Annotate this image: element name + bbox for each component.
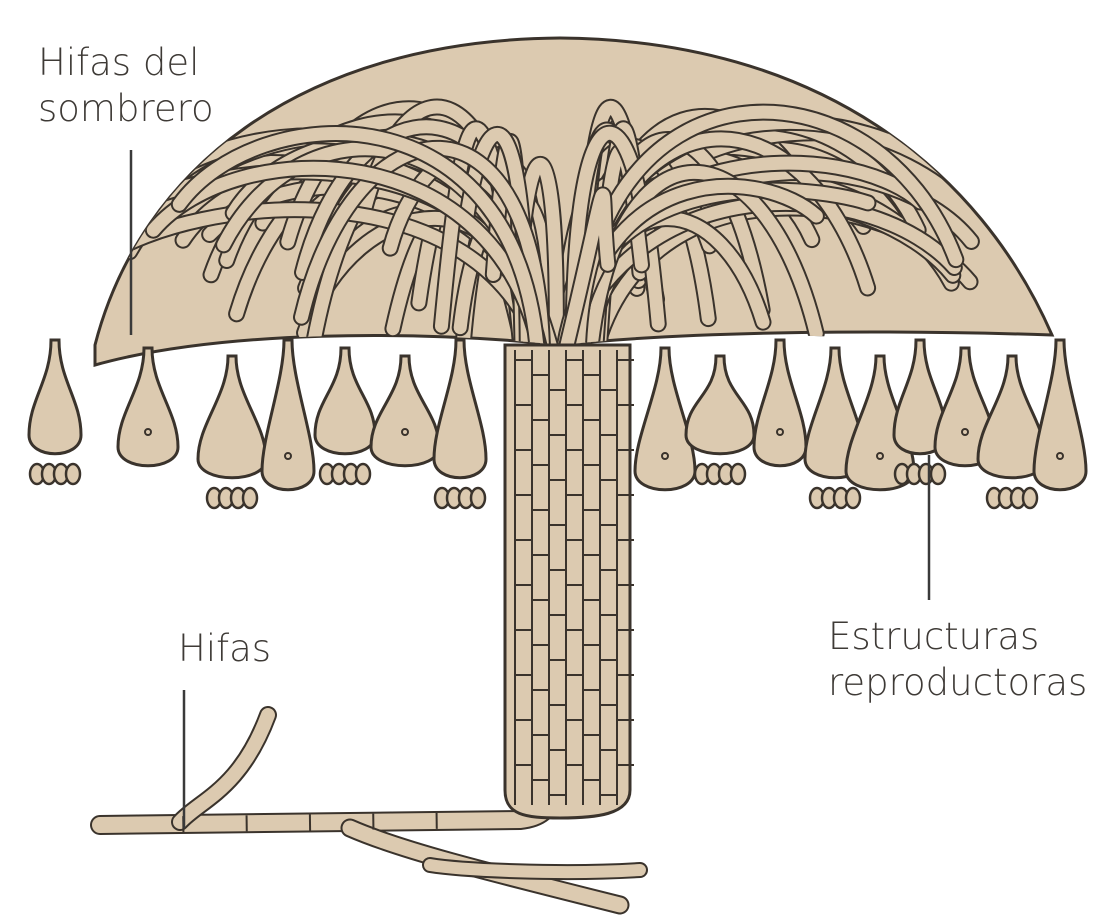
spore (66, 464, 80, 484)
basidium-body (118, 348, 178, 466)
basidium (262, 340, 314, 490)
basidium-body (262, 340, 314, 490)
basidium (198, 356, 266, 508)
basidium-body (198, 356, 266, 478)
basidium (371, 356, 439, 466)
basidium-body (635, 348, 695, 490)
basidium (635, 348, 695, 490)
basidium (978, 356, 1046, 508)
basidium (118, 348, 178, 466)
basidium (434, 340, 486, 508)
spore (1023, 488, 1037, 508)
basidium-body (315, 348, 375, 454)
spore (243, 488, 257, 508)
stipe (505, 345, 634, 818)
label-reproductive-line1: Estructuras (828, 614, 1087, 660)
basidium-body (1034, 340, 1086, 490)
label-cap-hyphae-line2: sombrero (38, 86, 214, 132)
label-hyphae: Hifas (178, 626, 271, 672)
basidium-body (29, 340, 81, 454)
basidium-body (754, 340, 806, 466)
spore (931, 464, 945, 484)
stipe-body (505, 345, 630, 818)
basidium-body (434, 340, 486, 478)
label-reproductive-structures: Estructuras reproductoras (828, 614, 1087, 706)
spore (731, 464, 745, 484)
label-cap-hyphae: Hifas del sombrero (38, 40, 214, 132)
mycelium-hypha (100, 790, 555, 825)
label-reproductive-line2: reproductoras (828, 660, 1087, 706)
basidium-body (371, 356, 439, 466)
spore (356, 464, 370, 484)
basidium (29, 340, 81, 484)
basidium (315, 348, 375, 484)
spore (846, 488, 860, 508)
mycelium-hypha (430, 865, 640, 872)
label-cap-hyphae-line1: Hifas del (38, 40, 214, 86)
basidium-body (686, 356, 754, 454)
basidium (1034, 340, 1086, 490)
mycelium-hypha (180, 715, 268, 822)
spore (471, 488, 485, 508)
basidium (754, 340, 806, 466)
